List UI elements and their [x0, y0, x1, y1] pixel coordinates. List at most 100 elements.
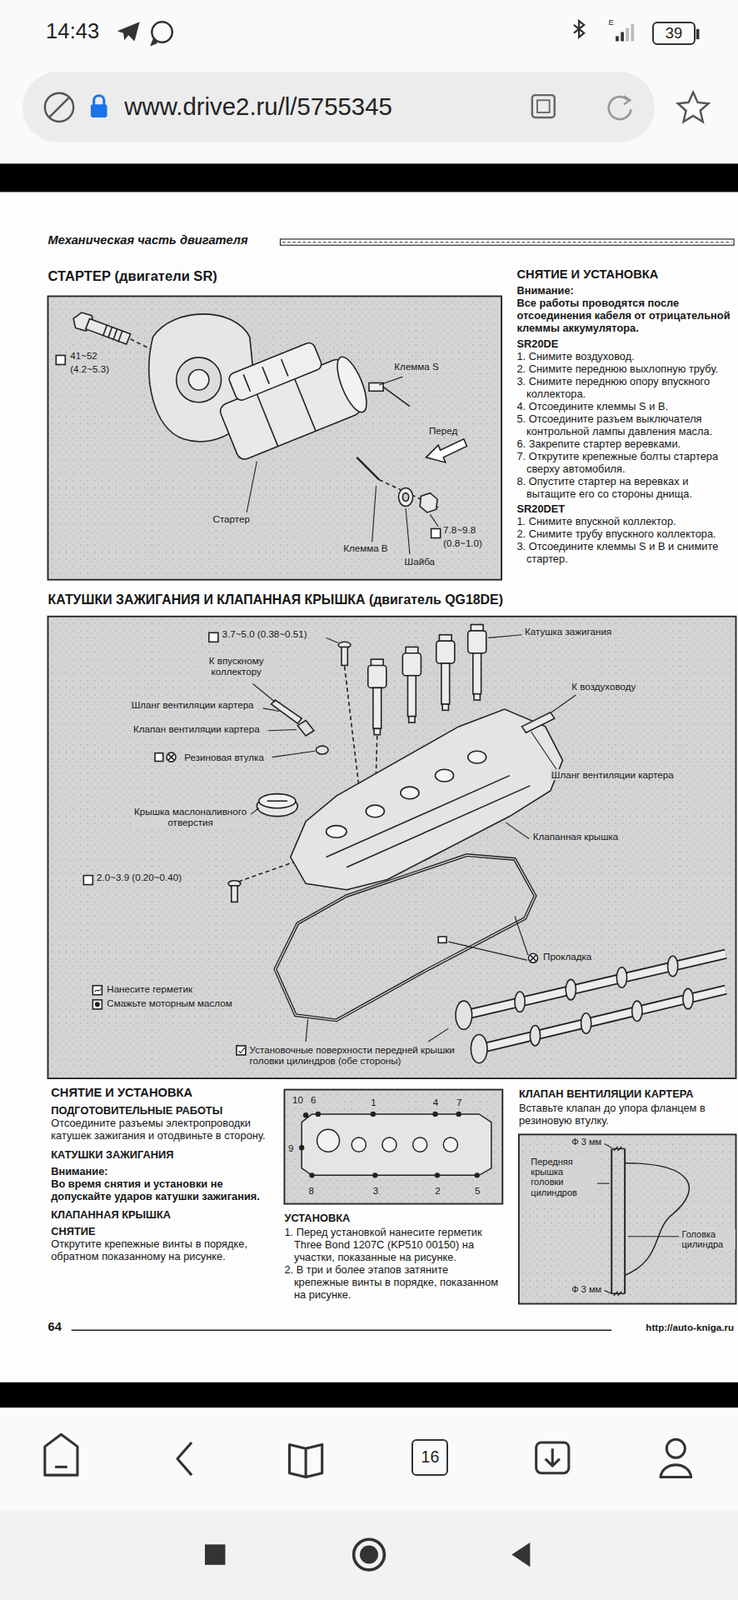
callout-number: 9 — [287, 1141, 295, 1153]
leader-line — [250, 634, 576, 1042]
heading-text: Все работы проводятся после отсоединения… — [516, 296, 736, 335]
instruction-step: 4. Отсоедините клеммы S и B. — [516, 399, 736, 413]
coil-cover-figure — [400, 786, 419, 799]
camshaft-lobe — [616, 967, 627, 988]
coil-cover-figure — [435, 768, 454, 782]
bolt-point — [474, 1172, 479, 1177]
header-bar — [280, 239, 735, 245]
bolt-point — [456, 1111, 461, 1116]
coil-cover-figure — [528, 952, 539, 963]
part-label: 3.7~5.0 (0.38~0.51) — [221, 628, 309, 639]
heading-text: КЛАПАН ВЕНТИЛЯЦИИ КАРТЕРА — [518, 1087, 737, 1100]
status-icons — [615, 35, 619, 41]
part-label: Крышка маслоналивного отверстия — [130, 805, 251, 828]
camshaft-lobe — [514, 991, 525, 1012]
part-label: Шайба — [403, 555, 436, 567]
pcv-figure — [623, 1148, 626, 1294]
starter-figure — [431, 528, 441, 538]
nav-icons — [545, 1447, 560, 1466]
coil-cover-figure — [259, 793, 296, 808]
coil-cover-figure — [94, 987, 101, 992]
leader-line — [448, 941, 527, 960]
heading-text: УСТАНОВКА — [284, 1211, 504, 1224]
heading-text: SR20DE — [516, 337, 736, 350]
backgrounds — [0, 163, 738, 192]
heading-text: СНЯТИЕ И УСТАНОВКА — [50, 1085, 278, 1100]
callout-number: 3 — [372, 1184, 379, 1196]
heading-text: КЛАПАННАЯ КРЫШКА — [50, 1207, 278, 1221]
part-label: 41~52 — [69, 349, 99, 361]
node-text: www.drive2.ru/l/5755345 — [124, 92, 393, 121]
translate-icon — [537, 99, 550, 113]
nav-icons — [536, 1441, 569, 1473]
part-label: Шланг вентиляции картера — [550, 768, 675, 780]
status-icons — [620, 32, 624, 42]
body-text: Открутите крепежные винты в порядке, обр… — [50, 1236, 278, 1262]
coil-cover-figure — [529, 954, 536, 961]
starter-figure — [227, 340, 324, 402]
heading-text: ПОДГОТОВИТЕЛЬНЫЕ РАБОТЫ — [50, 1103, 278, 1117]
heading-text: КАТУШКИ ЗАЖИГАНИЯ И КЛАПАННАЯ КРЫШКА (дв… — [48, 592, 504, 609]
coil-cover-figure — [522, 712, 555, 733]
leader-line — [551, 694, 576, 713]
leader-line — [305, 1018, 308, 1042]
ignition-coil — [436, 640, 455, 664]
leader-line — [272, 750, 315, 757]
camshaft-lobe — [565, 978, 576, 999]
nav-icons — [660, 1464, 692, 1477]
nav-icons — [177, 1441, 192, 1475]
part-label: Резиновая втулка — [183, 751, 265, 763]
coil-cover-figure — [274, 854, 535, 1020]
coil-cover-figure — [154, 752, 164, 762]
part-label: Катушка зажигания — [523, 625, 613, 637]
part-label: Шланг вентиляции картера — [130, 698, 255, 710]
legend-text: Смажьте моторным маслом — [105, 997, 233, 1008]
callout-number: 7 — [455, 1096, 463, 1107]
bookmark-star — [678, 92, 709, 122]
heading-text: Внимание: — [50, 1164, 278, 1177]
callout-number: 6 — [309, 1093, 317, 1105]
footer-url: http://auto-kniga.ru — [645, 1321, 734, 1333]
leader-line — [326, 637, 340, 643]
starter-figure — [48, 295, 503, 579]
url-bar: www.drive2.ru/l/5755345 — [22, 71, 655, 144]
camshaft-lobe — [668, 955, 679, 976]
backgrounds — [0, 0, 738, 165]
part-label: Ф 3 мм — [570, 1283, 603, 1294]
part-label: Прокладка — [542, 950, 593, 962]
ignition-coil — [368, 664, 387, 688]
status-icons — [631, 24, 635, 42]
camshaft-lobe — [581, 1012, 592, 1033]
camshaft-lobe — [455, 1000, 473, 1029]
bolt-order-figure — [443, 1136, 458, 1152]
heading-text: СТАРТЕР (двигатели SR) — [48, 268, 218, 285]
leader-line — [246, 376, 439, 554]
ignition-coil — [441, 663, 450, 704]
coil-cover-figure — [166, 752, 176, 762]
pcv-figure — [624, 1162, 689, 1276]
part-label: Клемма S — [393, 360, 439, 372]
leader-line — [597, 1142, 679, 1293]
starter-figure — [108, 326, 113, 338]
nav-icons — [44, 1433, 692, 1476]
coil-cover-figure — [236, 1045, 246, 1055]
callout-number: 4 — [432, 1096, 439, 1107]
instruction-step: 6. Закрепите стартер веревками. — [516, 437, 736, 450]
bolt-point — [304, 1112, 309, 1117]
starter-figure — [243, 373, 250, 391]
footer-rule — [71, 1329, 613, 1331]
starter-figure — [85, 318, 131, 345]
part-label: К впускному коллектору — [197, 654, 275, 677]
android-nav — [354, 1538, 385, 1570]
callout-number: 8 — [308, 1184, 315, 1196]
ignition-coil — [468, 630, 487, 654]
bolt-point — [435, 1172, 440, 1177]
bolt-point — [373, 1172, 378, 1177]
starter-figure — [48, 295, 503, 579]
android-nav — [204, 1543, 225, 1564]
instruction-step: 8. Опустите стартер на веревках и вытащи… — [516, 474, 736, 500]
status-time: 14:43 — [45, 18, 100, 44]
starter-figure — [398, 488, 413, 507]
adblock-icon — [44, 92, 74, 121]
nav-icons — [54, 1465, 68, 1468]
